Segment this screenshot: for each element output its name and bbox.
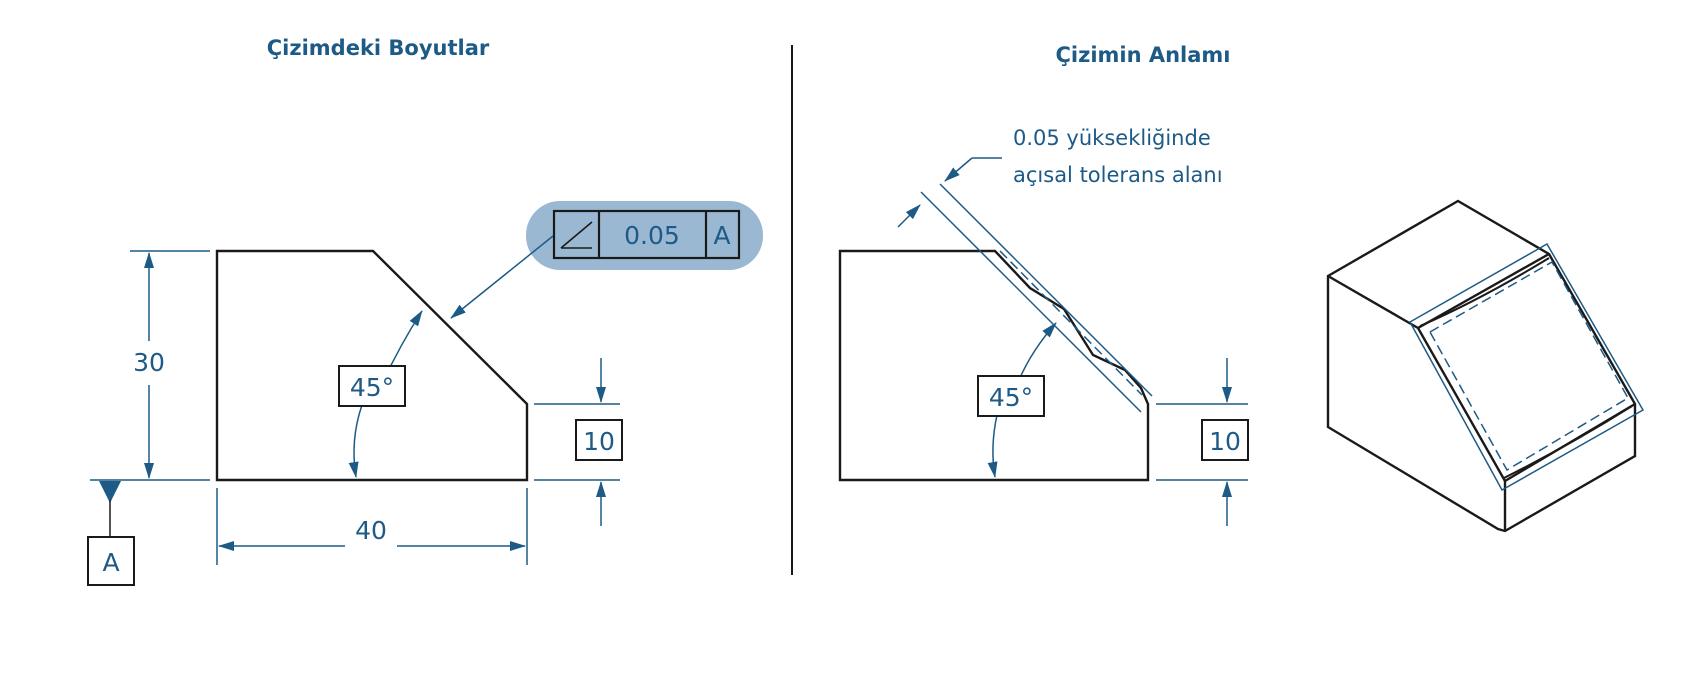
part-outline-left (215, 249, 529, 482)
step-box-right (1201, 419, 1249, 461)
step-label-right: 10 (1209, 427, 1241, 456)
feature-control-frame (552, 209, 741, 260)
tolerance-zone-line-outer (939, 183, 1153, 397)
angle-arc-lower (348, 404, 363, 478)
step-label-left: 10 (583, 427, 615, 456)
step-box-left (575, 419, 623, 461)
meaning-note-line2: açısal tolerans alanı (1013, 163, 1223, 187)
angle-arc-lower-right (987, 414, 998, 478)
left-title: Çizimdeki Boyutlar (267, 36, 490, 60)
datum-box (87, 536, 135, 586)
zone-arrow-lower (897, 204, 921, 228)
fcf-datum: A (713, 221, 730, 250)
angle-label-left: 45° (350, 373, 394, 402)
angle-arc-upper-right (1018, 322, 1057, 381)
zone-arrow-upper (944, 157, 973, 182)
angle-label-right: 45° (989, 383, 1033, 412)
datum-label: A (102, 548, 119, 577)
angularity-symbol-icon (560, 221, 593, 249)
tolerance-zone-dashed (999, 250, 1143, 396)
isometric-part (1326, 199, 1645, 533)
fcf-tolerance: 0.05 (624, 221, 680, 250)
meaning-note-line1: 0.05 yüksekliğinde (1013, 126, 1211, 150)
dimension-height-label: 30 (133, 348, 165, 377)
angle-box-left (338, 365, 406, 407)
angle-box-right (977, 375, 1045, 417)
datum-triangle-icon (99, 481, 121, 503)
tolerance-zone-line-inner (920, 191, 1142, 413)
fcf-leader (450, 235, 554, 319)
part-outline-right (838, 249, 1150, 482)
dimension-width-label: 40 (355, 516, 387, 545)
right-title: Çizimin Anlamı (1055, 43, 1230, 67)
